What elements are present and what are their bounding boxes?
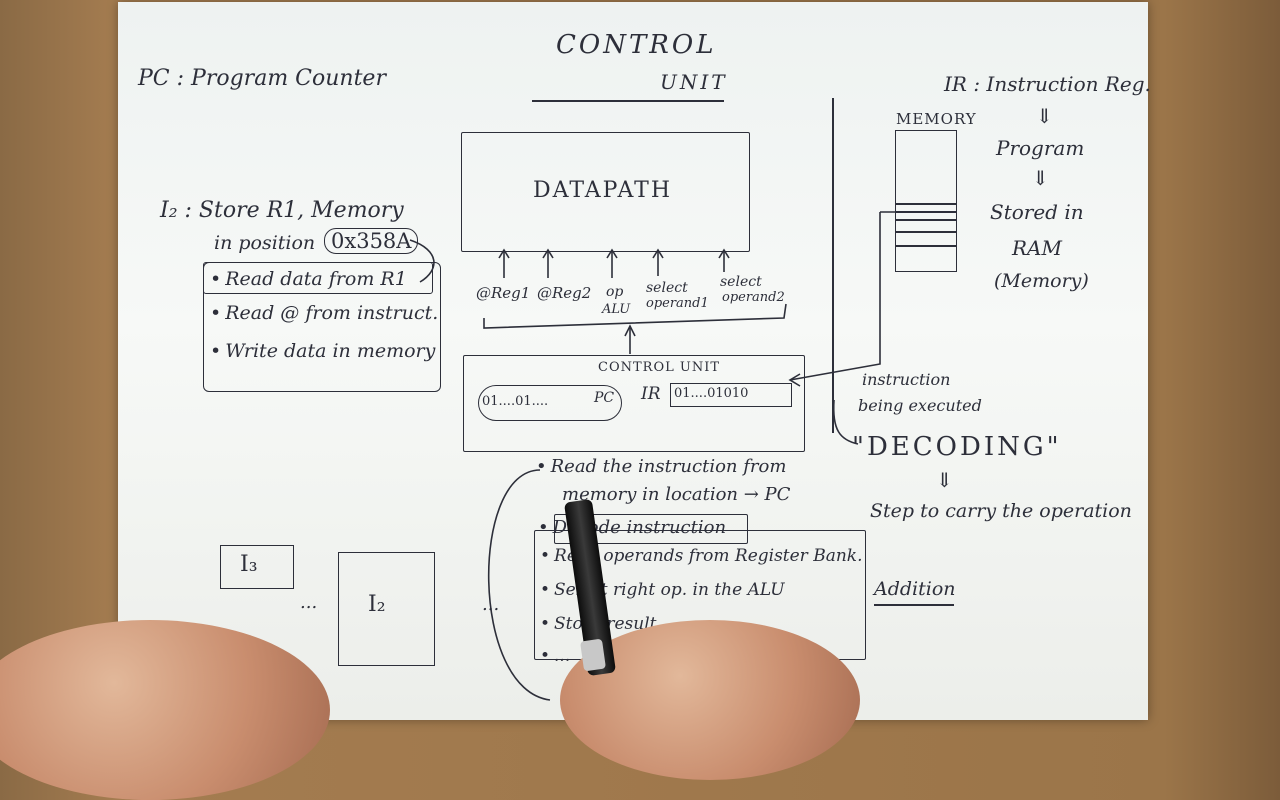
step-note: Step to carry the operation — [870, 500, 1132, 522]
step-read-data: Read data from R1 — [210, 268, 407, 290]
pen-cap — [580, 638, 606, 672]
addition-underline — [874, 604, 954, 606]
input-op: op — [606, 284, 624, 300]
input-select1: select — [646, 280, 688, 296]
arrow-down-icon: ⇓ — [936, 468, 953, 492]
pc-value: 01....01.... — [482, 394, 549, 409]
title-underline — [532, 100, 724, 102]
title-unit: UNIT — [660, 70, 728, 94]
exec-note-line1: instruction — [862, 370, 951, 389]
pc-register — [478, 385, 622, 421]
input-reg1: @Reg1 — [476, 284, 531, 302]
addition-label: Addition — [874, 578, 956, 600]
cycle-extra: ... — [540, 646, 570, 666]
instruction-line1: I₂ : Store R1, Memory — [160, 198, 404, 223]
datapath-box — [461, 132, 750, 252]
input-operand2: operand2 — [722, 290, 785, 305]
step-write-data: Write data in memory — [210, 340, 435, 362]
step-read-box — [203, 262, 433, 294]
memory-label: MEMORY — [896, 110, 977, 128]
ir-tag: IR — [641, 384, 661, 404]
memory-paren-note: (Memory) — [994, 270, 1089, 292]
divider-line — [832, 98, 834, 433]
control-unit-label: CONTROL UNIT — [598, 360, 720, 375]
arrow-down-icon: ⇓ — [1032, 166, 1049, 190]
stored-in-note: Stored in — [990, 200, 1084, 224]
input-reg2: @Reg2 — [537, 284, 592, 302]
diagram-lines — [409, 211, 955, 701]
instruction-address: 0x358A — [324, 228, 419, 254]
step-read-address: Read @ from instruct. — [210, 302, 438, 324]
cycle-read-instruction: Read the instruction from — [536, 456, 787, 477]
decoding-label: "DECODING" — [852, 432, 1062, 462]
i2-label: I₂ — [368, 592, 386, 617]
ir-value: 01....01010 — [674, 386, 749, 401]
i2-box — [338, 552, 435, 666]
input-operand1: operand1 — [646, 296, 709, 311]
ir-note: IR : Instruction Reg. — [944, 72, 1151, 96]
ir-register — [670, 383, 792, 407]
i3-label: I₃ — [240, 552, 258, 577]
i3-box — [220, 545, 294, 589]
input-select2: select — [720, 274, 762, 290]
pc-note: PC : Program Counter — [138, 66, 386, 91]
cycle-operands: Read operands from Register Bank. — [540, 546, 862, 566]
datapath-label: DATAPATH — [533, 178, 673, 203]
program-note: Program — [996, 136, 1085, 160]
title-control: CONTROL — [556, 30, 717, 60]
exec-note-line2: being executed — [858, 396, 982, 415]
pc-tag: PC — [594, 390, 615, 406]
ram-note: RAM — [1012, 236, 1062, 260]
control-unit-box — [463, 355, 805, 452]
input-alu: ALU — [602, 302, 631, 317]
instruction-line2: in position — [214, 232, 316, 254]
cycle-read-instruction-2: memory in location → PC — [562, 484, 791, 505]
cycle-alu: Select right op. in the ALU — [540, 580, 785, 600]
arrow-down-icon: ⇓ — [1036, 104, 1053, 128]
dots-1: ... — [300, 592, 318, 613]
